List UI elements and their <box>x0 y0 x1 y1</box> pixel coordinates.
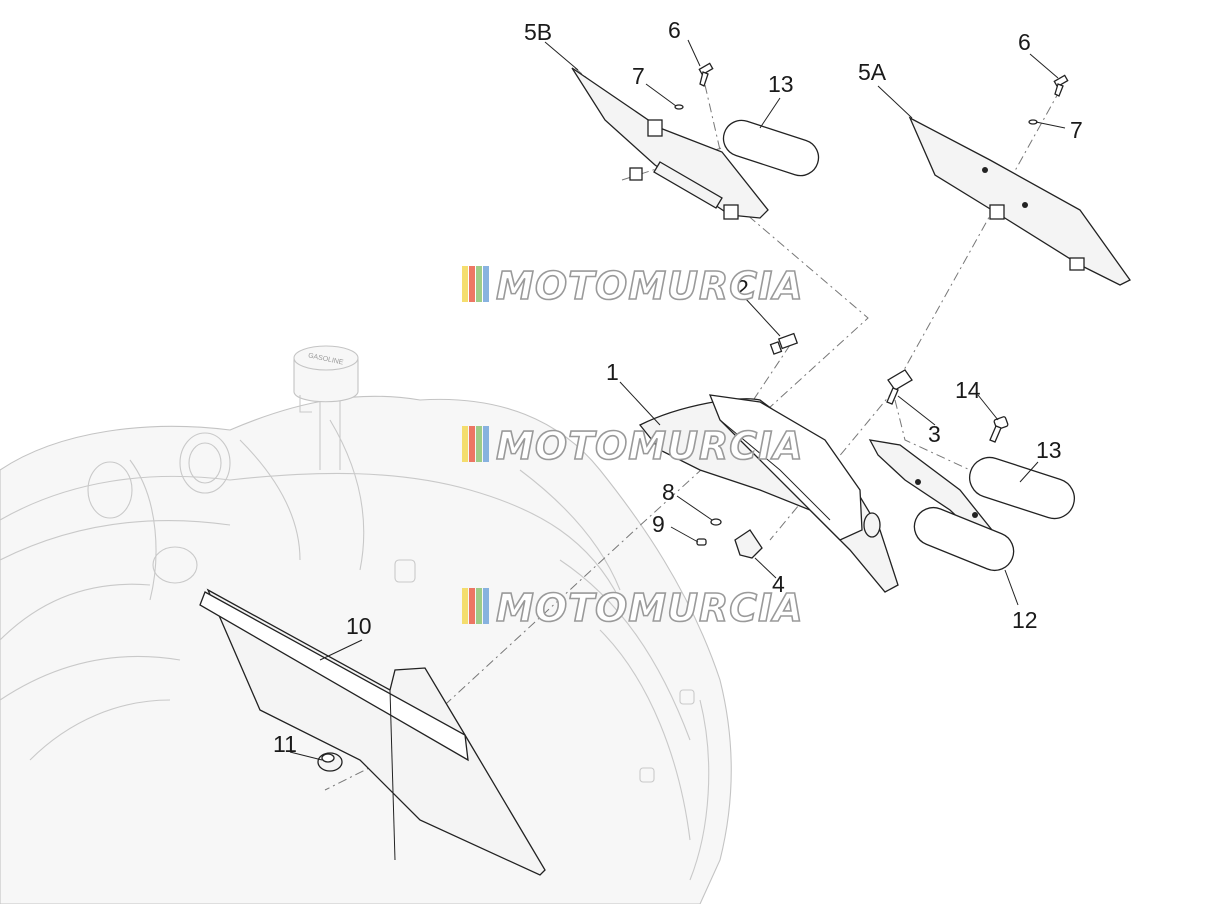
watermark-stripe <box>462 426 468 462</box>
watermark-stripe <box>476 266 482 302</box>
part-9-nut <box>696 538 707 546</box>
watermark-stripes <box>462 266 489 302</box>
part-8-washer <box>710 518 722 526</box>
callout-13-upper: 13 <box>768 71 794 97</box>
leader-lines <box>289 39 1066 761</box>
part-6-screw-upper-left <box>698 62 714 87</box>
callout-14: 14 <box>955 377 981 403</box>
watermark-stripe <box>469 266 475 302</box>
callout-8: 8 <box>662 479 675 505</box>
watermark-stripe <box>469 588 475 624</box>
fuel-cap: GASOLINE <box>293 345 359 470</box>
callout-7-right: 7 <box>1070 117 1083 143</box>
part-5a-bracket <box>908 116 1131 286</box>
watermark-text: MOTOMURCIA <box>496 264 804 308</box>
part-1-plate-holder <box>638 394 899 593</box>
callout-6-left: 6 <box>668 17 681 43</box>
part-7-washer-left <box>674 104 684 110</box>
part-12-reflector <box>913 506 1015 572</box>
callout-9: 9 <box>652 511 665 537</box>
part-6-screw-upper-right <box>1053 74 1069 97</box>
callout-12: 12 <box>1012 607 1038 633</box>
part-10-panel <box>199 588 546 876</box>
part-5b-bracket <box>571 67 769 220</box>
part-14-bolt <box>989 416 1009 443</box>
part-2-bolt <box>769 332 799 355</box>
watermark-stripe <box>483 588 489 624</box>
part-13-reflector-upper <box>722 119 820 177</box>
scooter-rear-body-ghost <box>0 395 732 904</box>
watermark-stripe <box>483 266 489 302</box>
watermark-stripe <box>462 266 468 302</box>
callout-3: 3 <box>928 421 941 447</box>
watermark-stripe <box>476 426 482 462</box>
watermark-stripe <box>483 426 489 462</box>
callout-6-right: 6 <box>1018 29 1031 55</box>
callout-13-lower: 13 <box>1036 437 1062 463</box>
watermark-stripes <box>462 588 489 624</box>
part-11-grommet <box>317 752 343 772</box>
part-7-washer-right <box>1028 119 1038 125</box>
watermark-top: MOTOMURCIA <box>462 263 804 309</box>
watermark-text: MOTOMURCIA <box>496 424 804 468</box>
part-13-reflector-lower <box>969 456 1075 520</box>
part-4-clip <box>734 529 763 559</box>
watermark-stripe <box>469 426 475 462</box>
part-3-bolt <box>886 369 913 405</box>
callout-2: 2 <box>736 275 749 301</box>
callout-4: 4 <box>772 571 785 597</box>
watermark-stripe <box>462 588 468 624</box>
watermark-bottom: MOTOMURCIA <box>462 585 804 631</box>
callout-5a: 5A <box>858 59 887 85</box>
callout-labels: 5B 6 7 13 5A 6 7 2 1 3 14 13 8 9 4 12 10… <box>273 17 1083 757</box>
watermark-middle: MOTOMURCIA <box>462 423 804 469</box>
callout-11: 11 <box>273 731 297 757</box>
watermark-stripes <box>462 426 489 462</box>
callout-5b: 5B <box>524 19 552 45</box>
watermark-text: MOTOMURCIA <box>496 586 804 630</box>
callout-1: 1 <box>606 359 619 385</box>
watermark-stripe <box>476 588 482 624</box>
callout-10: 10 <box>346 613 372 639</box>
callout-7-left: 7 <box>632 63 645 89</box>
